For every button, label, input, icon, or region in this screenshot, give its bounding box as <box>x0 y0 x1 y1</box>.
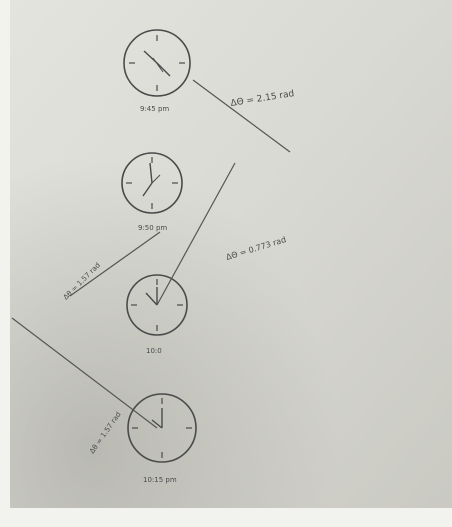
clock-face-2 <box>121 152 183 214</box>
clock-face-1 <box>123 29 191 97</box>
clock-face-3 <box>126 274 188 336</box>
clock-caption-4: 10:15 pm <box>143 476 177 484</box>
diagonal-lines <box>11 79 291 429</box>
clock-caption-3: 10:0 <box>146 347 162 355</box>
clock-face-4 <box>127 393 197 463</box>
paper-bottom-edge <box>0 508 452 527</box>
paper-edge <box>0 0 10 527</box>
clock-caption-1: 9:45 pm <box>140 105 169 113</box>
clock-caption-2: 9:50 pm <box>138 224 167 232</box>
